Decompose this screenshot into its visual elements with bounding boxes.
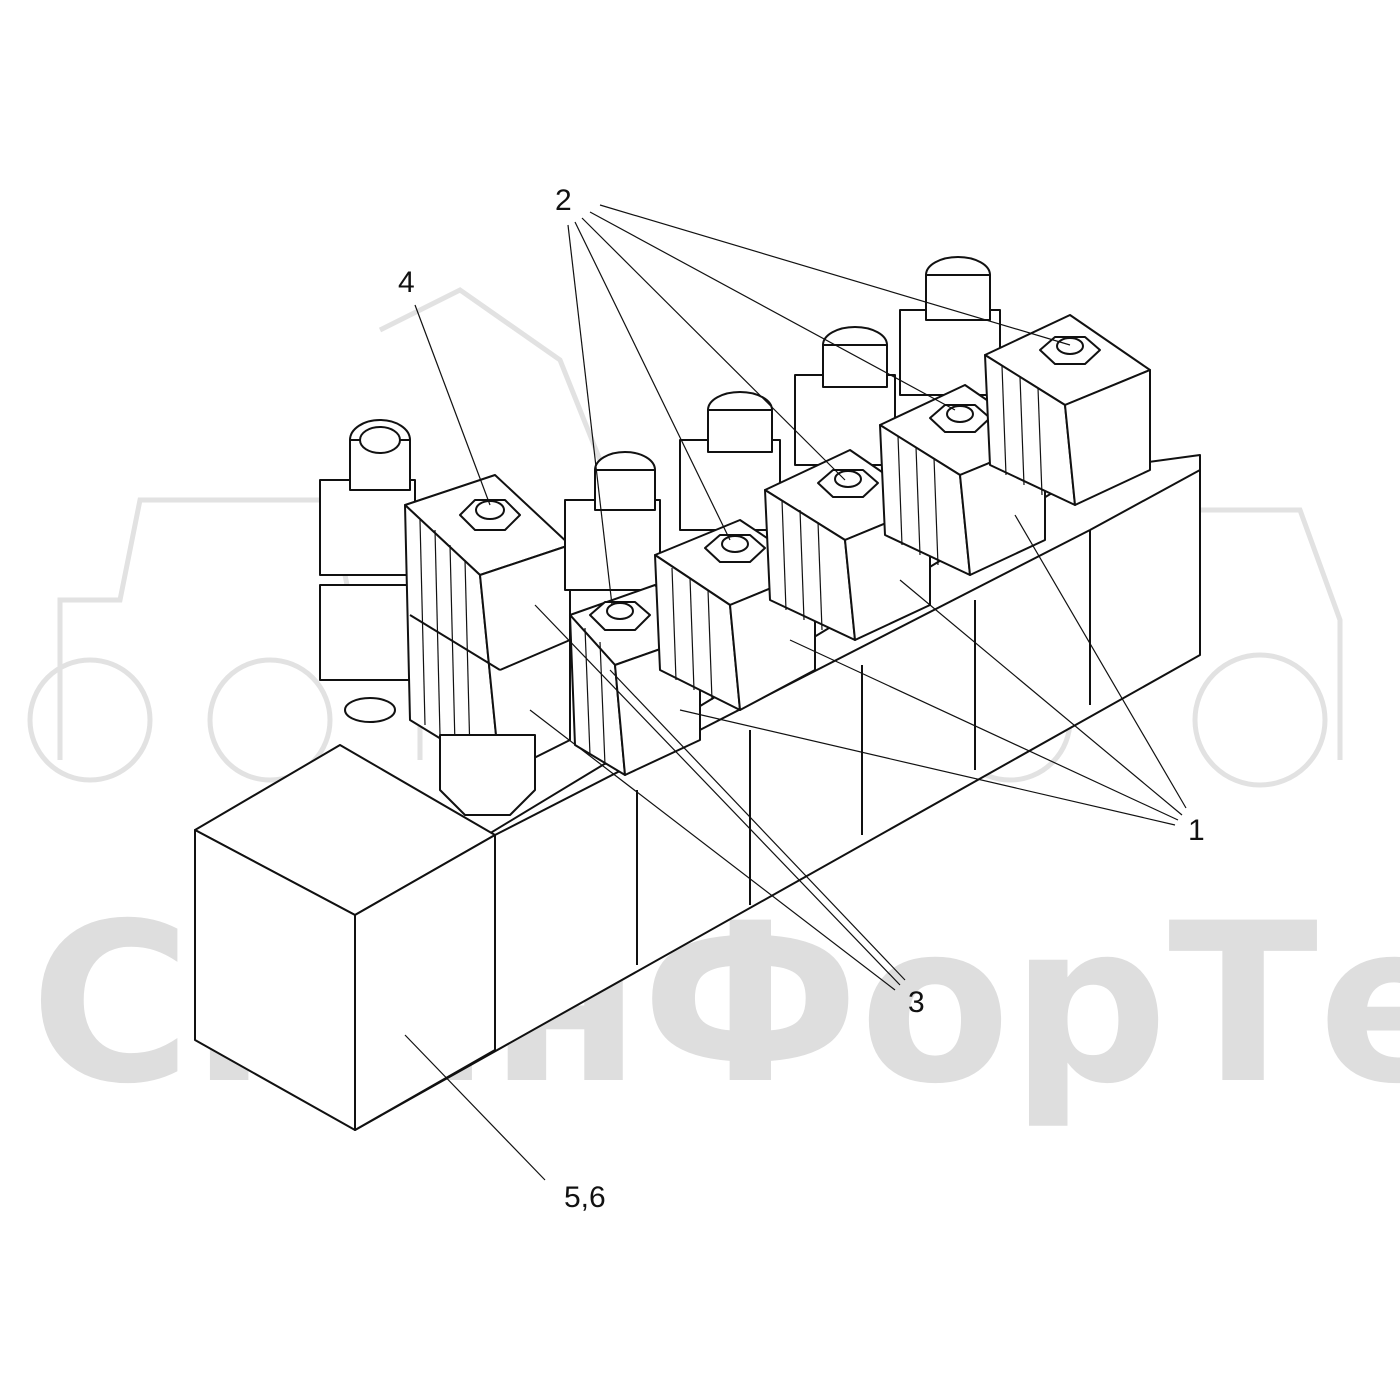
- valve-4-assembly: [319, 419, 571, 816]
- valve-4-ribs: [419, 519, 471, 756]
- base-cube-front: [354, 834, 496, 1131]
- callout-1: 1: [1188, 814, 1205, 847]
- valve-4-upper-rear-body: [319, 479, 416, 576]
- valve-4-lower-hex: [439, 734, 536, 816]
- coil-module-5: [984, 314, 1151, 506]
- callout-5-6: 5,6: [564, 1181, 606, 1214]
- callouts: 2 4 1 3 5,6: [398, 184, 1205, 1214]
- leader-lines: [404, 204, 1187, 1181]
- callout-4: 4: [398, 266, 415, 299]
- valve-4-rear-body: [319, 584, 416, 681]
- callout-2: 2: [555, 184, 572, 217]
- callout-3: 3: [908, 986, 925, 1019]
